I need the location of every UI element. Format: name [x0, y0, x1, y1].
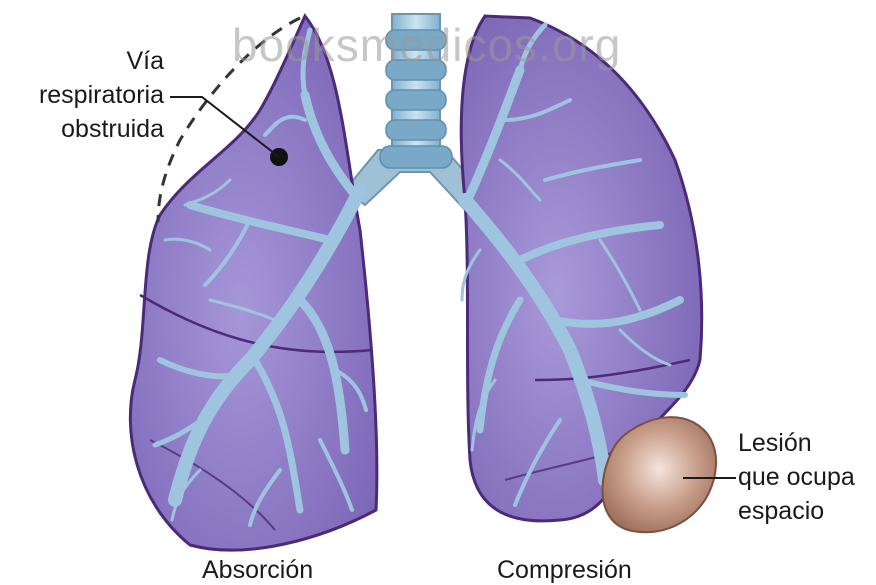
watermark: booksmedicos.org [232, 18, 621, 72]
label-mass-lesion-line1: Lesión [738, 428, 812, 458]
label-mass-lesion-line3: espacio [738, 496, 824, 526]
label-obstructed-airway-line3: obstruida [61, 114, 164, 144]
caption-compression: Compresión [497, 555, 632, 585]
label-mass-lesion-line2: que ocupa [738, 462, 855, 492]
label-obstructed-airway-line1: Vía [126, 46, 164, 76]
label-obstructed-airway-line2: respiratoria [39, 80, 164, 110]
caption-absorption: Absorción [202, 555, 313, 585]
left-lung [130, 16, 377, 550]
